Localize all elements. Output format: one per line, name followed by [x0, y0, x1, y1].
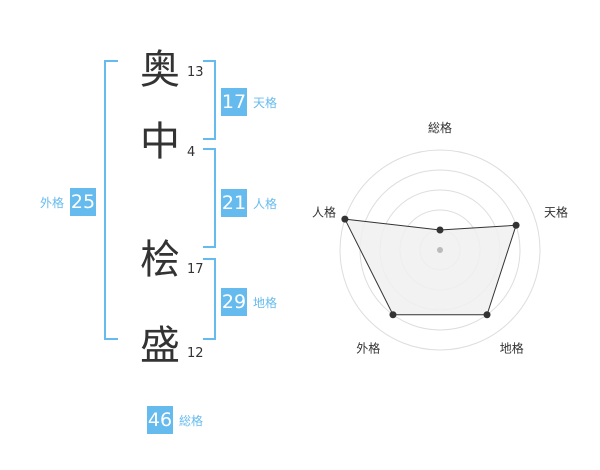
tenkaku-score: 17 天格	[221, 88, 277, 116]
tenkaku-value: 17	[221, 88, 247, 116]
radar-point-3	[483, 311, 491, 319]
radar-axis-label-2: 天格	[544, 204, 568, 219]
radar-axis-label-5: 人格	[312, 204, 336, 219]
stroke-count-2: 4	[187, 145, 196, 160]
stroke-count-3: 17	[187, 262, 204, 277]
jinkaku-label: 人格	[253, 196, 278, 211]
jinkaku-value: 21	[221, 189, 247, 217]
stroke-count-4: 12	[187, 346, 204, 361]
gaikaku-score: 外格 25	[40, 188, 97, 216]
soukaku-label: 総格	[179, 413, 204, 428]
radar-center-dot	[437, 247, 443, 253]
chikaku-value: 29	[221, 288, 247, 316]
jinkaku-bracket	[203, 148, 216, 248]
radar-point-5	[341, 215, 349, 223]
radar-axis-label-1: 総格	[428, 120, 452, 135]
stroke-count-1: 13	[187, 65, 204, 80]
name-char-3: 桧	[140, 237, 180, 283]
radar-point-1	[436, 226, 444, 234]
name-char-2: 中	[140, 119, 180, 165]
gaikaku-label: 外格	[40, 195, 65, 210]
radar-point-2	[512, 221, 520, 229]
soukaku-score: 46 総格	[147, 406, 203, 434]
radar-axis-label-4: 外格	[356, 341, 380, 356]
radar-ring-5	[339, 149, 541, 351]
soukaku-value: 46	[147, 406, 173, 434]
radar-axis-label-3: 地格	[500, 341, 524, 356]
gaikaku-bracket	[104, 60, 118, 340]
radar-point-4	[389, 311, 397, 319]
chikaku-bracket	[203, 258, 216, 340]
name-panel: 奥 13 中 4 桧 17 盛 12 外格 25 17 天格 21 人格 29 …	[40, 47, 277, 434]
radar-area	[344, 218, 517, 316]
chikaku-score: 29 地格	[221, 288, 277, 316]
jinkaku-score: 21 人格	[221, 189, 277, 217]
tenkaku-bracket	[203, 60, 216, 140]
chikaku-label: 地格	[253, 295, 278, 310]
name-char-1: 奥	[140, 47, 180, 93]
tenkaku-label: 天格	[253, 95, 278, 110]
gaikaku-value: 25	[70, 188, 97, 216]
name-char-4: 盛	[140, 323, 180, 369]
